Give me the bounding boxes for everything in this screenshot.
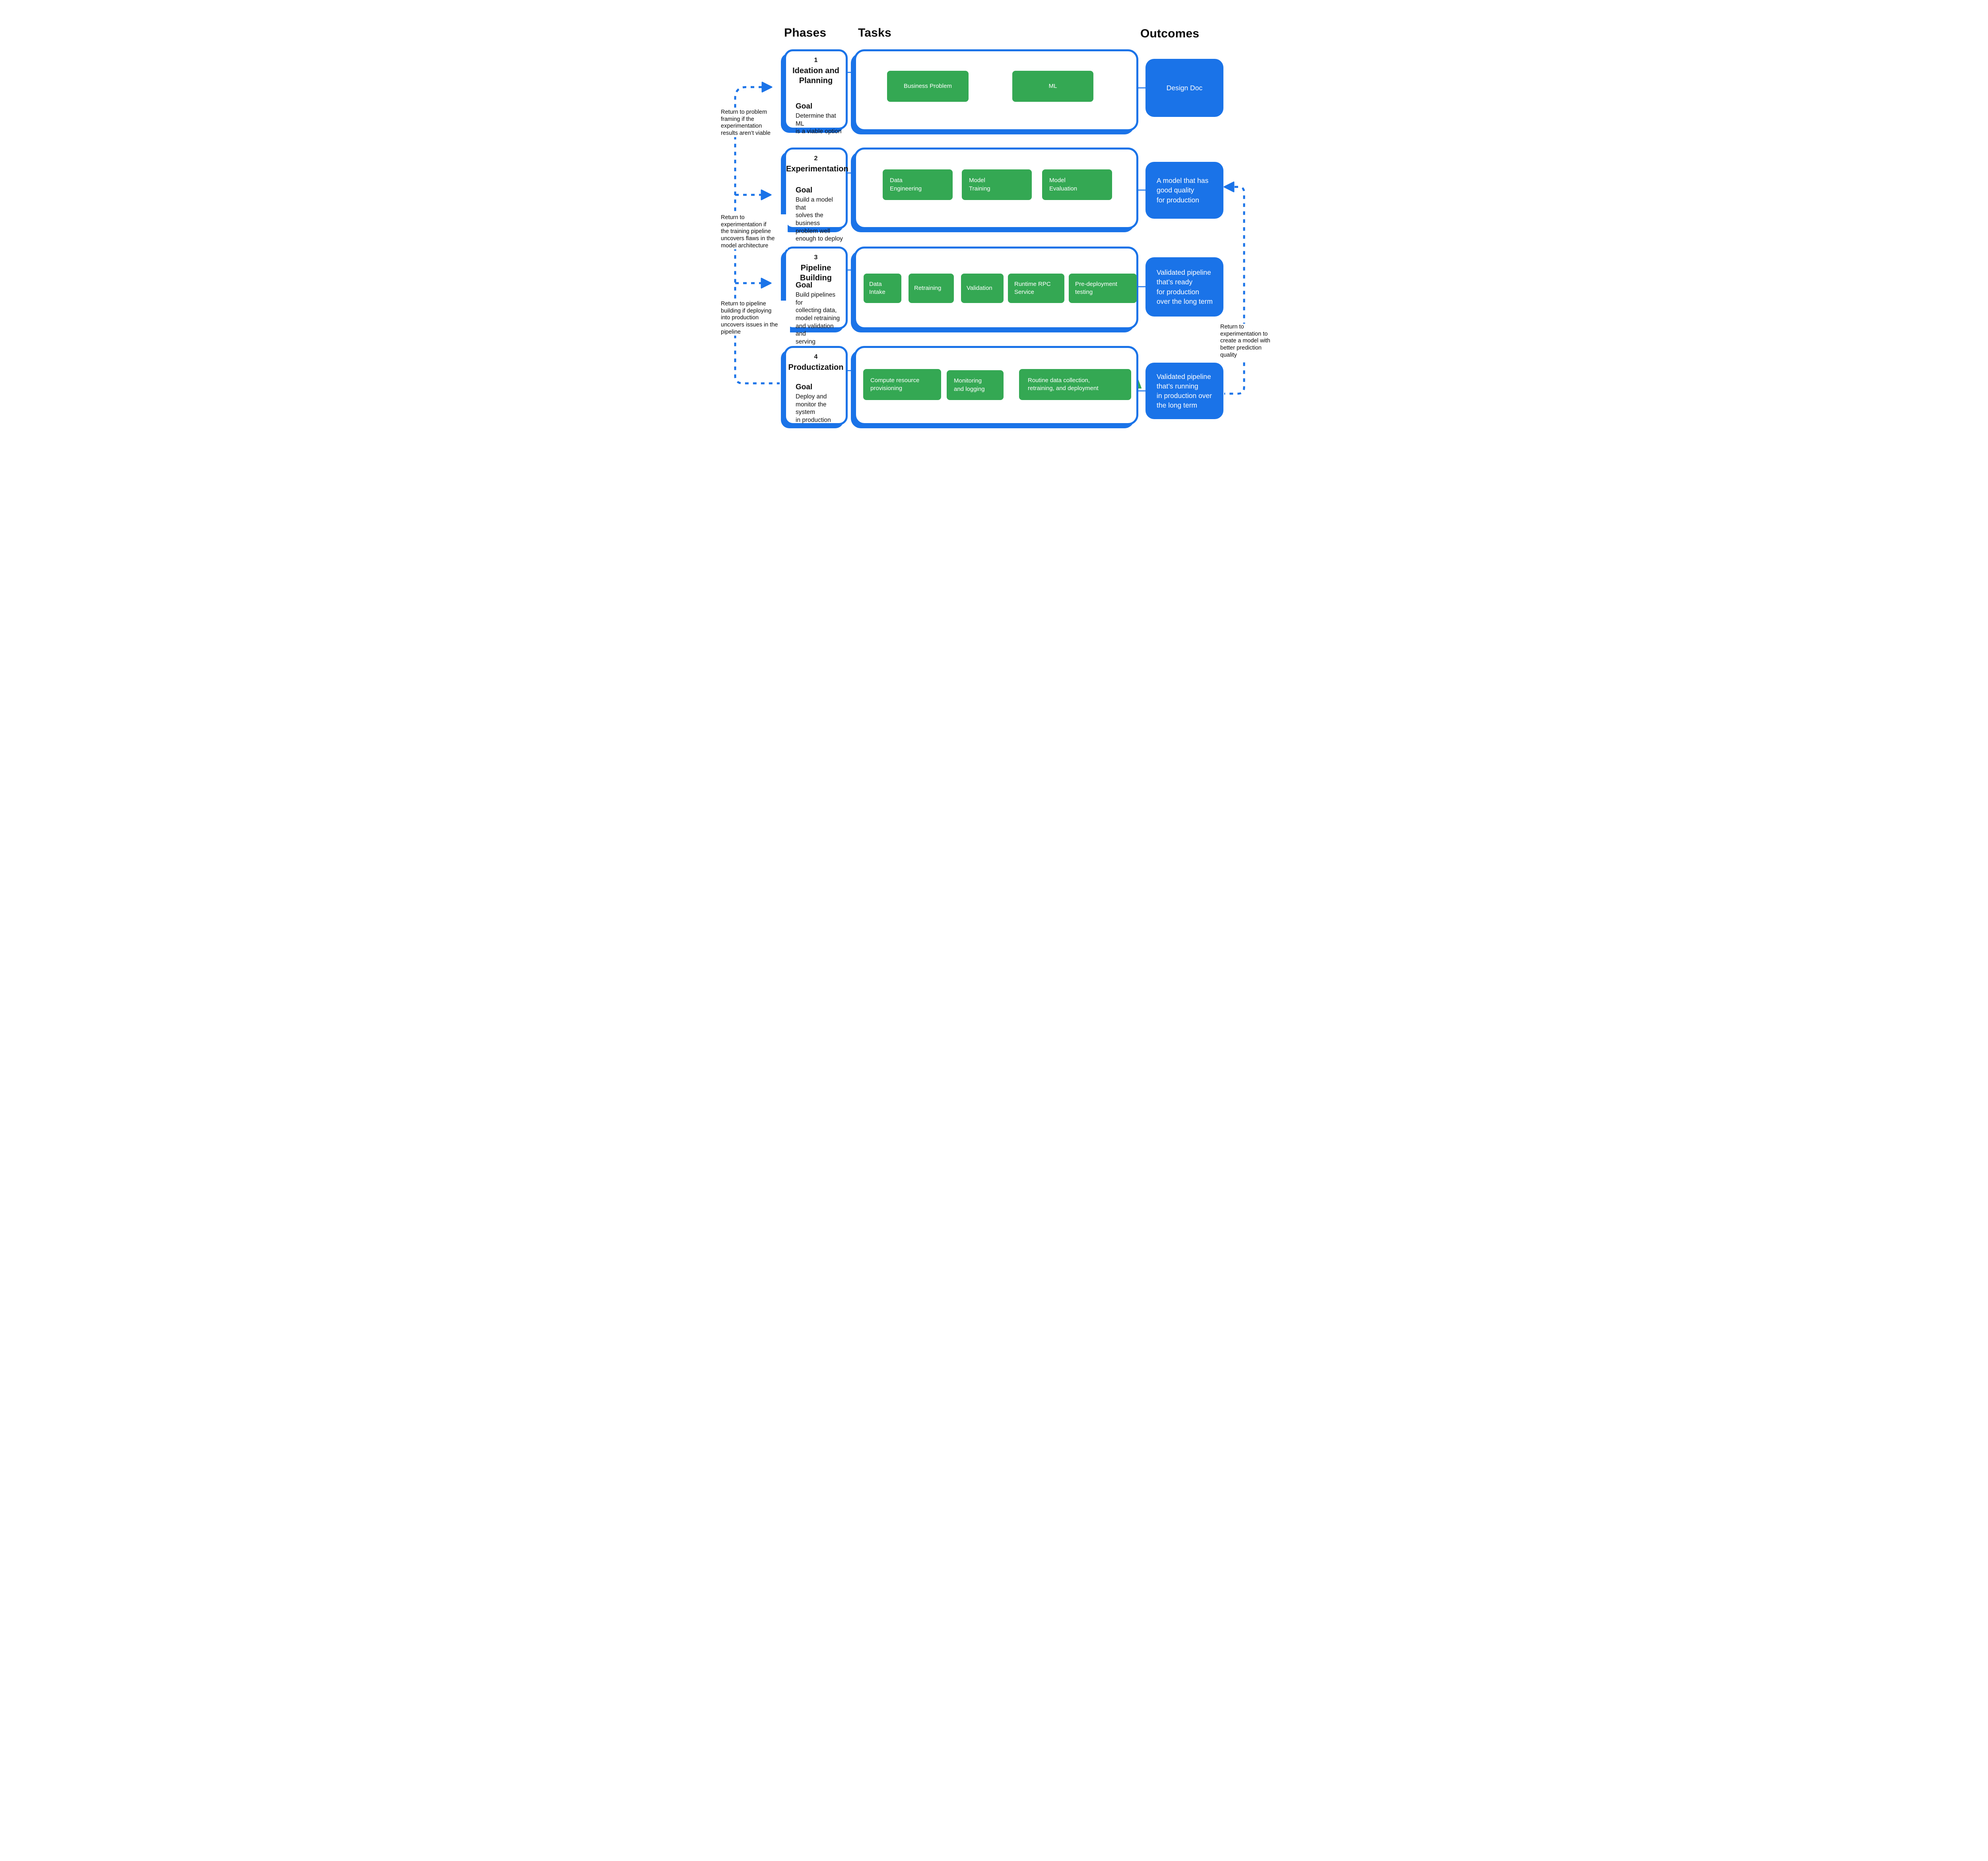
task-compute-resource-provisioning: Compute resource provisioning <box>863 369 941 400</box>
task-validation: Validation <box>961 274 1004 303</box>
goal-label: Goal <box>796 281 813 289</box>
task-data-engineering: Data Engineering <box>883 169 953 200</box>
task-ml: ML <box>1012 71 1093 102</box>
phase-box-experimentation: 2 Experimentation Goal Build a model tha… <box>784 148 848 242</box>
task-runtime-rpc-service: Runtime RPC Service <box>1008 274 1064 303</box>
annotation-return-pipeline-building: Return to pipeline building if deploying… <box>721 301 790 336</box>
goal-text: Build pipelines for collecting data, mod… <box>796 291 840 346</box>
outcome-model-good-quality: A model that has good quality for produc… <box>1145 162 1223 219</box>
phase-title: Experimentation <box>786 165 848 173</box>
phase-number: 3 <box>814 254 818 261</box>
task-routine-data-collection: Routine data collection, retraining, and… <box>1019 369 1131 400</box>
phase-goal: Goal Build pipelines for collecting data… <box>796 281 843 346</box>
arrow-right-icon <box>761 82 773 93</box>
annotation-return-experimentation: Return to experimentation if the trainin… <box>721 214 788 250</box>
arrow-right-icon <box>761 278 772 289</box>
annotation-return-experimentation-quality: Return to experimentation to create a mo… <box>1220 324 1276 359</box>
task-data-intake: Data Intake <box>864 274 901 303</box>
feedback-arrowheads <box>761 82 1235 289</box>
task-model-evaluation: Model Evaluation <box>1042 169 1112 200</box>
left-feedback-path <box>734 86 780 385</box>
goal-label: Goal <box>796 186 813 194</box>
phase-number: 1 <box>814 57 818 64</box>
annotation-return-problem-framing: Return to problem framing if the experim… <box>721 109 773 137</box>
ml-workflow-diagram: Phases Tasks Outcomes 1 Ideation and Pla… <box>712 0 1276 465</box>
phase-goal: Goal Determine that ML is a viable optio… <box>796 102 843 136</box>
outcome-validated-pipeline-ready: Validated pipeline that’s ready for prod… <box>1145 257 1223 317</box>
outcomes-column-header: Outcomes <box>1140 27 1200 40</box>
arrow-right-icon <box>761 189 772 200</box>
phase-box-pipeline-building: 3 Pipeline Building Goal Build pipelines… <box>784 247 848 345</box>
phase-title: Ideation and Planning <box>792 66 839 85</box>
phase-box-ideation: 1 Ideation and Planning Goal Determine t… <box>784 49 848 135</box>
goal-label: Goal <box>796 102 813 111</box>
outcome-validated-pipeline-running: Validated pipeline that’s running in pro… <box>1145 363 1223 419</box>
goal-label: Goal <box>796 383 813 391</box>
goal-text: Determine that ML is a viable option <box>796 113 842 135</box>
task-monitoring-and-logging: Monitoring and logging <box>947 370 1004 400</box>
task-model-training: Model Training <box>962 169 1032 200</box>
phase-box-productization: 4 Productization Goal Deploy and monitor… <box>784 346 848 425</box>
goal-text: Deploy and monitor the system in product… <box>796 393 831 424</box>
goal-text: Build a model that solves the business p… <box>796 196 843 243</box>
phase-number: 4 <box>814 354 818 360</box>
phase-goal: Goal Build a model that solves the busin… <box>796 186 843 243</box>
tasks-column-header: Tasks <box>858 26 891 39</box>
phase-title: Pipeline Building <box>800 264 832 282</box>
phase-number: 2 <box>814 155 818 162</box>
arrow-left-icon <box>1223 181 1235 192</box>
phase-goal: Goal Deploy and monitor the system in pr… <box>796 383 843 424</box>
feedback-dashed-paths <box>734 86 1245 395</box>
phase-title: Productization <box>788 363 844 372</box>
task-retraining: Retraining <box>909 274 954 303</box>
task-pre-deployment-testing: Pre-deployment testing <box>1069 274 1137 303</box>
phases-column-header: Phases <box>784 26 827 39</box>
right-feedback-path <box>1224 186 1245 395</box>
task-business-problem: Business Problem <box>887 71 969 102</box>
outcome-design-doc: Design Doc <box>1145 59 1223 117</box>
